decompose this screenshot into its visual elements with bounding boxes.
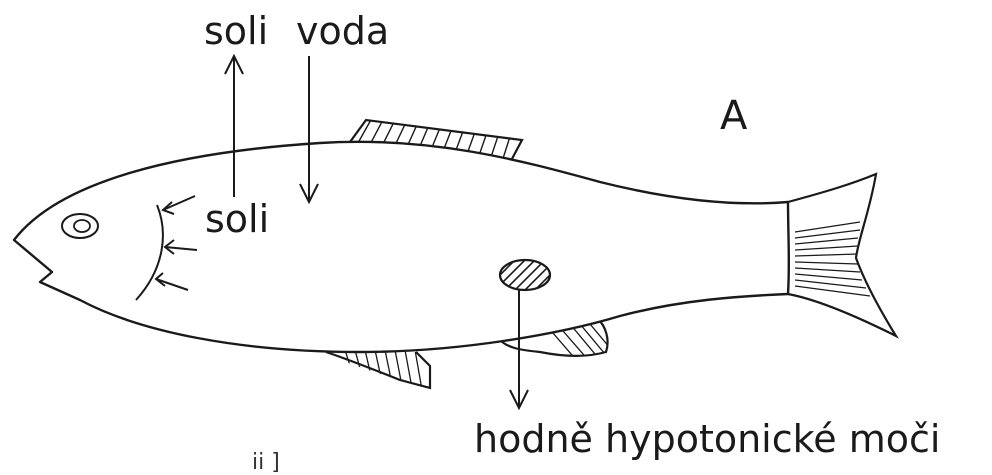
fish-body xyxy=(14,142,789,352)
label-salts-out: soli xyxy=(204,12,268,50)
cropped-text-fragment: ii ] xyxy=(252,452,280,474)
label-salts-in: soli xyxy=(205,200,269,238)
fish-drawing xyxy=(0,0,992,465)
label-urine: hodně hypotonické moči xyxy=(474,420,940,458)
diagram-canvas: soli voda A soli hodně hypotonické moči … xyxy=(0,0,992,465)
panel-letter: A xyxy=(720,96,747,136)
tail-fin xyxy=(788,174,896,336)
label-water-in: voda xyxy=(296,12,389,50)
pelvic-fin xyxy=(326,350,430,390)
